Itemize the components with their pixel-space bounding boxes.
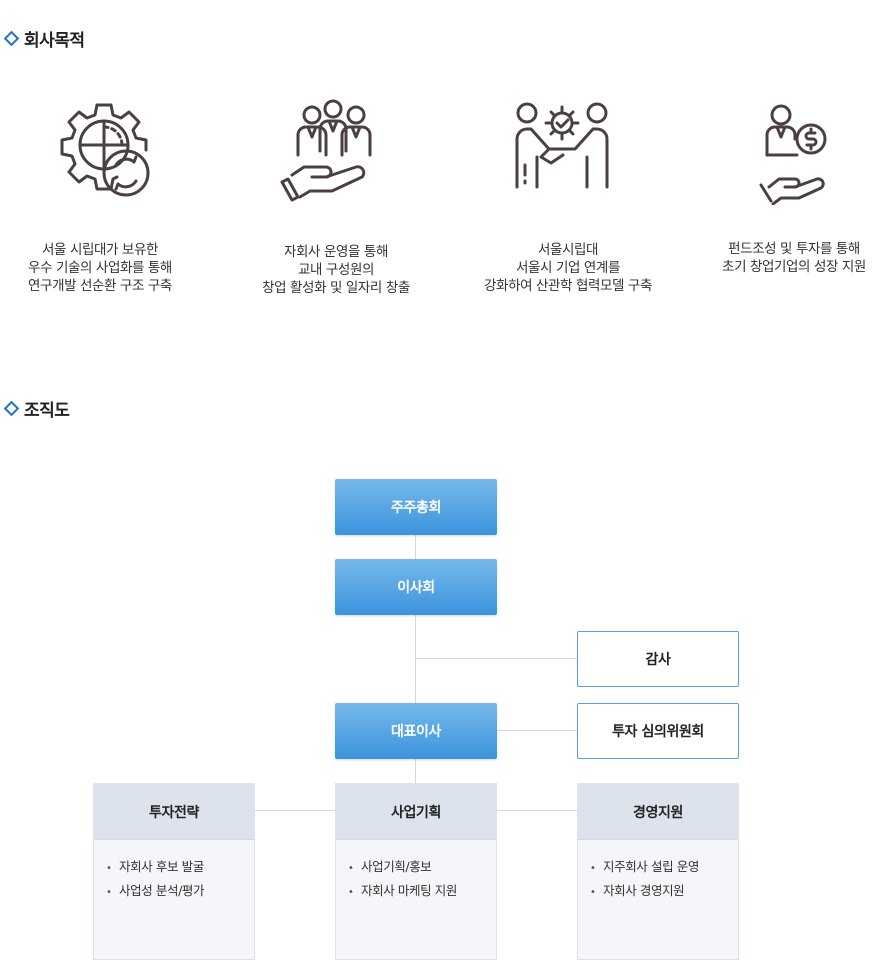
list-item: 자회사 경영지원 — [590, 880, 738, 904]
list-item: 사업성 분석/평가 — [106, 880, 254, 904]
dept-task-list: 지주회사 설립 운영 자회사 경영지원 — [578, 840, 738, 904]
org-section-title: 조직도 — [2, 396, 70, 421]
purpose-text-rnd: 서울 시립대가 보유한 우수 기술의 사업화를 통해 연구개발 선순환 구조 구… — [28, 242, 172, 294]
dept-title: 사업기획 — [336, 784, 496, 840]
dept-business-planning: 사업기획 사업기획/홍보 자회사 마케팅 지원 — [335, 783, 497, 960]
org-box-committee: 투자 심의위원회 — [577, 703, 739, 759]
connector-line — [415, 534, 416, 559]
purpose-text-startup: 자회사 운영을 통해 교내 구성원의 창업 활성화 및 일자리 창출 — [262, 244, 410, 296]
org-box-board: 이사회 — [335, 559, 497, 615]
purpose-item-rnd — [0, 95, 215, 205]
connector-line — [415, 758, 416, 783]
org-box-ceo: 대표이사 — [335, 703, 497, 759]
diamond-bullet-icon — [3, 400, 20, 417]
connector-line — [496, 730, 578, 731]
org-box-audit: 감사 — [577, 631, 739, 687]
list-item: 자회사 마케팅 지원 — [348, 880, 496, 904]
dept-task-list: 사업기획/홍보 자회사 마케팅 지원 — [336, 840, 496, 904]
list-item: 지주회사 설립 운영 — [590, 856, 738, 880]
connector-line — [415, 658, 578, 659]
list-item: 자회사 후보 발굴 — [106, 856, 254, 880]
purpose-text-invest: 펀드조성 및 투자를 통해 초기 창업기업의 성장 지원 — [722, 241, 866, 275]
dept-task-list: 자회사 후보 발굴 사업성 분석/평가 — [94, 840, 254, 904]
purpose-item-startup — [223, 95, 443, 205]
org-title-text: 조직도 — [24, 401, 70, 421]
purpose-title-text: 회사목적 — [24, 31, 85, 51]
people-hand-icon — [280, 99, 372, 202]
diamond-bullet-icon — [3, 30, 20, 47]
purpose-text-collab: 서울시립대 서울시 기업 연계를 강화하여 산관학 협력모델 구축 — [484, 242, 652, 294]
connector-line — [254, 810, 336, 811]
investor-coin-icon — [759, 104, 827, 205]
purpose-item-collab — [452, 95, 672, 205]
purpose-item-invest — [684, 95, 884, 205]
list-item: 사업기획/홍보 — [348, 856, 496, 880]
org-box-shareholders: 주주총회 — [335, 479, 497, 535]
dept-management-support: 경영지원 지주회사 설립 운영 자회사 경영지원 — [577, 783, 739, 960]
dept-investment-strategy: 투자전략 자회사 후보 발굴 사업성 분석/평가 — [93, 783, 255, 960]
gear-cycle-icon — [60, 103, 150, 197]
handshake-gear-icon — [515, 102, 609, 189]
purpose-section-title: 회사목적 — [2, 26, 85, 51]
dept-title: 투자전략 — [94, 784, 254, 840]
dept-title: 경영지원 — [578, 784, 738, 840]
connector-line — [496, 810, 578, 811]
